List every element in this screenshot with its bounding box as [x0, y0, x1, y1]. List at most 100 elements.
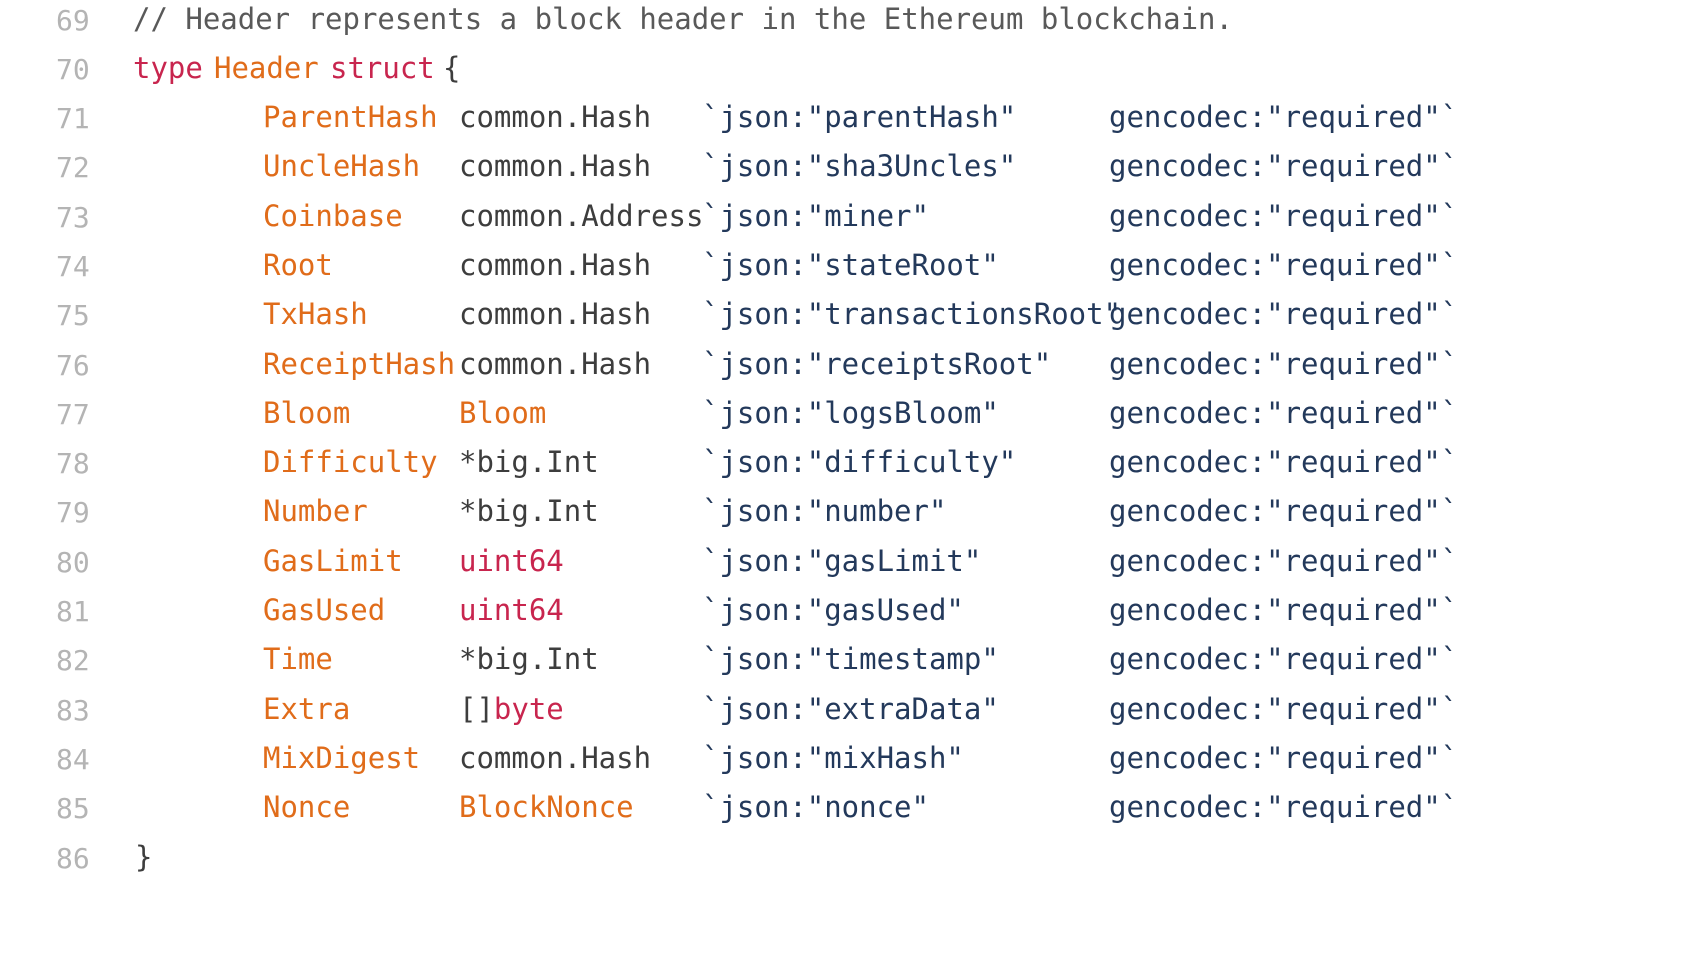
field-type: uint64 — [459, 593, 564, 627]
field-name: ReceiptHash — [263, 346, 456, 381]
field-name: ParentHash — [263, 100, 438, 134]
json-tag: `json:"timestamp" — [702, 642, 999, 677]
gencodec-tag: gencodec:"required"` — [1109, 593, 1459, 627]
json-tag: `json:"miner" — [702, 198, 929, 233]
field-type-name: *big.Int — [459, 642, 599, 677]
field-type-name: BlockNonce — [459, 790, 634, 825]
gencodec-tag: gencodec:"required"` — [1109, 445, 1459, 480]
line-number: 69 — [56, 4, 90, 37]
gencodec-tag: gencodec:"required"` — [1109, 346, 1459, 381]
code-line-field: 72 UncleHash common.Hash `json:"sha3Uncles"… — [0, 147, 1690, 201]
field-name: Number — [263, 494, 368, 529]
json-tag: `json:"logsBloom" — [702, 395, 999, 430]
field-type-name: common.Hash — [459, 149, 652, 184]
line-number: 77 — [56, 397, 90, 431]
field-type-name: Bloom — [459, 395, 547, 430]
line-number: 76 — [56, 348, 90, 382]
gencodec-tag: gencodec:"required"` — [1109, 642, 1459, 677]
line-number: 71 — [56, 102, 90, 135]
field-type: common.Hash — [459, 297, 651, 331]
field-type-name: byte — [493, 691, 564, 726]
line-number: 86 — [56, 842, 90, 875]
field-type: uint64 — [459, 544, 564, 578]
json-tag: `json:"stateRoot" — [702, 247, 999, 282]
field-type-name: common.Hash — [459, 740, 652, 775]
json-tag: `json:"receiptsRoot" — [702, 346, 1052, 381]
comment-text: // Header represents a block header in t… — [133, 2, 1233, 36]
field-type: common.Hash — [459, 100, 651, 134]
field-name: GasLimit — [263, 543, 403, 578]
code-line-comment: 69 // Header represents a block header i… — [0, 0, 1690, 54]
json-tag: `json:"nonce" — [702, 790, 929, 825]
struct-name: Header — [214, 51, 319, 85]
type-keyword: type — [133, 51, 203, 85]
gencodec-tag: gencodec:"required"` — [1109, 100, 1459, 134]
gencodec-tag: gencodec:"required"` — [1109, 149, 1459, 184]
field-type-prefix: [] — [459, 691, 494, 726]
field-name: MixDigest — [263, 740, 421, 775]
json-tag: `json:"sha3Uncles" — [702, 149, 1017, 184]
field-type: *big.Int — [459, 445, 599, 479]
code-line-struct-close: 86 } — [0, 838, 1690, 892]
gencodec-tag: gencodec:"required"` — [1109, 543, 1459, 578]
gencodec-tag: gencodec:"required"` — [1109, 297, 1459, 332]
field-name: Nonce — [263, 790, 351, 825]
field-name: Difficulty — [263, 445, 438, 480]
line-number: 80 — [56, 545, 90, 579]
field-type-name: *big.Int — [459, 494, 599, 529]
line-number: 85 — [56, 792, 90, 826]
line-number: 75 — [56, 299, 90, 333]
field-type: common.Hash — [459, 248, 651, 282]
line-number: 84 — [56, 742, 90, 776]
field-name: Time — [263, 642, 333, 677]
gencodec-tag: gencodec:"required"` — [1109, 691, 1459, 726]
gencodec-tag: gencodec:"required"` — [1109, 198, 1459, 233]
line-number: 81 — [56, 595, 90, 628]
field-type-name: uint64 — [459, 593, 564, 627]
json-tag: `json:"gasLimit" — [702, 543, 982, 578]
line-number: 72 — [56, 151, 90, 185]
field-type: common.Hash — [459, 741, 651, 775]
field-name: Coinbase — [263, 198, 403, 233]
code-line-struct-open: 70 type Header struct { — [0, 49, 1690, 103]
gencodec-tag: gencodec:"required"` — [1109, 247, 1459, 282]
field-type-name: common.Hash — [459, 100, 652, 134]
json-tag: `json:"mixHash" — [702, 740, 964, 775]
field-type: *big.Int — [459, 494, 599, 528]
line-number: 82 — [56, 644, 90, 678]
field-name: Bloom — [263, 395, 351, 430]
json-tag: `json:"extraData" — [702, 691, 999, 726]
code-line-field: 80 GasLimit uint64 `json:"gasLimit" gencodec… — [0, 542, 1690, 596]
json-tag: `json:"parentHash" — [702, 100, 1017, 134]
json-tag: `json:"number" — [702, 494, 947, 529]
code-line-field: 82 Time *big.Int `json:"timestamp" gencodec:… — [0, 640, 1690, 694]
field-type: *big.Int — [459, 642, 599, 676]
field-type: BlockNonce — [459, 790, 634, 824]
json-tag: `json:"difficulty" — [702, 445, 1017, 480]
field-name: UncleHash — [263, 149, 421, 184]
field-type-name: uint64 — [459, 543, 564, 578]
gencodec-tag: gencodec:"required"` — [1109, 494, 1459, 529]
line-number: 79 — [56, 496, 90, 530]
field-type-name: common.Hash — [459, 247, 652, 282]
line-number: 83 — [56, 693, 90, 727]
field-type-name: common.Address — [459, 198, 704, 233]
field-type: common.Address — [459, 199, 703, 233]
line-number: 70 — [56, 53, 90, 86]
field-name: Extra — [263, 691, 351, 726]
field-type: common.Hash — [459, 149, 651, 183]
line-number: 74 — [56, 249, 90, 283]
code-line-field: 79 Number *big.Int `json:"number" gencodec:"… — [0, 492, 1690, 546]
code-line-field: 83 Extra []byte `json:"extraData" gencodec:"… — [0, 690, 1690, 744]
field-type: Bloom — [459, 396, 546, 430]
field-type: []byte — [459, 692, 564, 726]
field-name: Root — [263, 247, 333, 282]
code-line-field: 74 Root common.Hash `json:"stateRoot" gencod… — [0, 246, 1690, 300]
field-type: common.Hash — [459, 347, 651, 381]
